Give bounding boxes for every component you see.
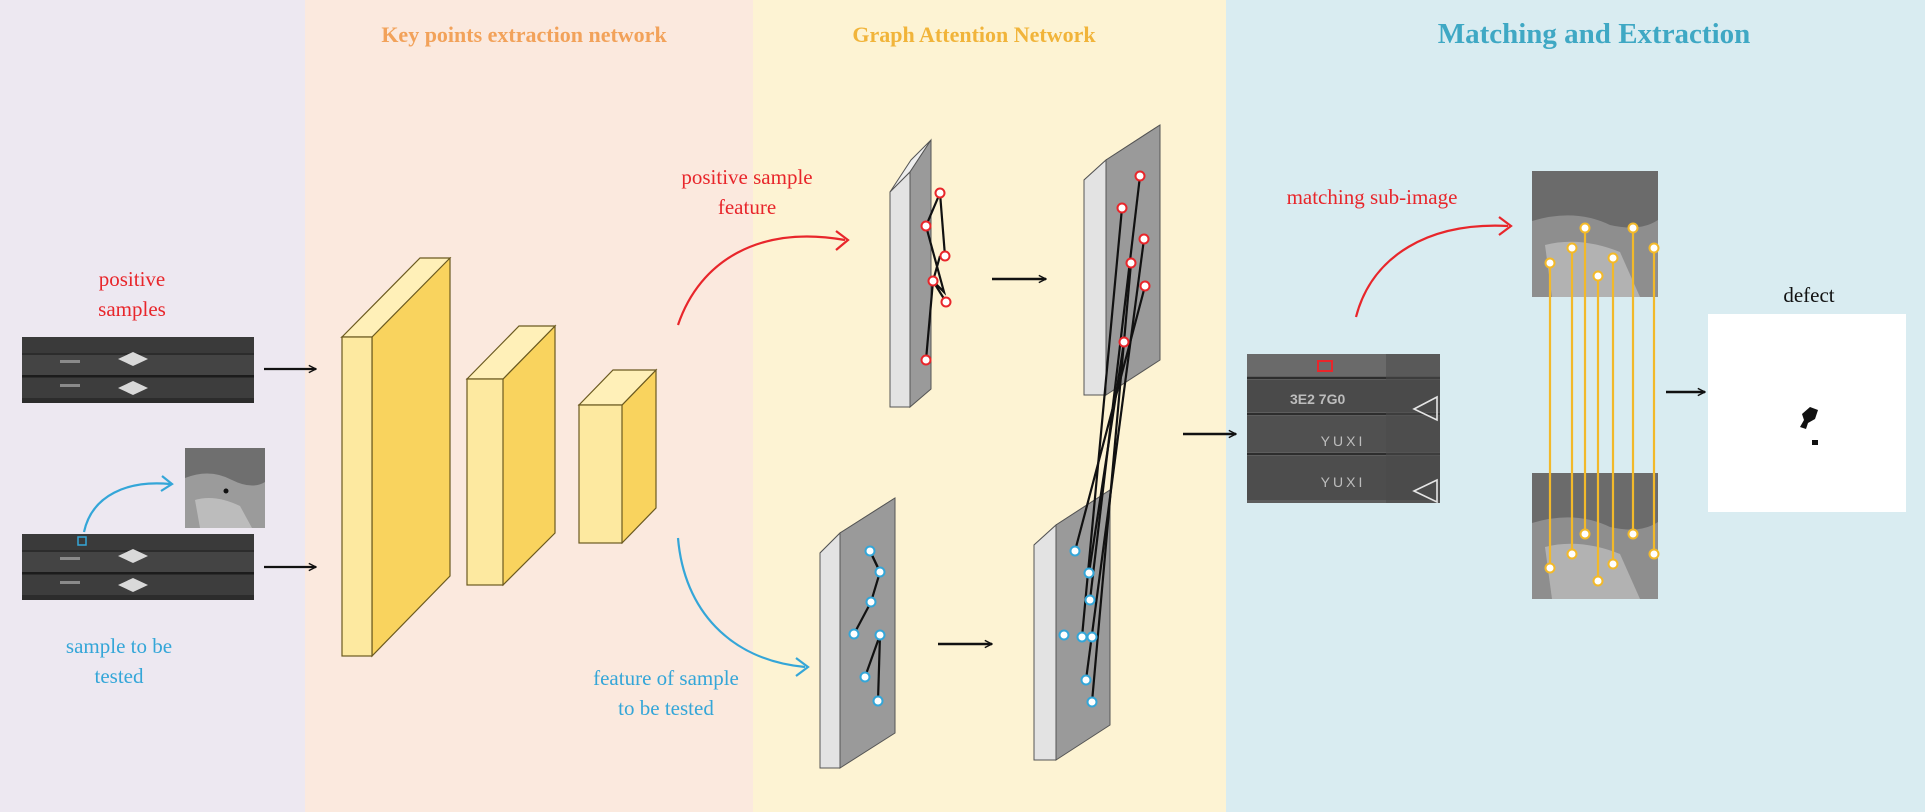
label-test-feature-line2: to be tested <box>618 696 714 720</box>
label-positive-samples-line1: positive <box>98 267 166 291</box>
matched-image-code: 3E2 7G0 <box>1290 391 1345 407</box>
label-positive-feature-line1: positive sample <box>681 165 813 189</box>
arrow-to-positive-feature <box>676 235 846 326</box>
zoomed-sample-patch <box>185 448 265 528</box>
heading-graph-attention: Graph Attention Network <box>852 22 1096 47</box>
label-matching-subimage: matching sub-image <box>1286 185 1458 209</box>
matched-image-label-2: YUXI <box>1321 474 1366 490</box>
input-panel <box>0 0 305 812</box>
attention-edges <box>1073 175 1147 703</box>
label-positive-feature: positive sample feature <box>681 162 812 222</box>
label-sample-to-test: sample to be tested <box>66 631 172 691</box>
attended-test-keypoints <box>1058 545 1098 708</box>
test-keypoints <box>848 545 886 707</box>
label-sample-to-test-line2: tested <box>94 664 144 688</box>
conv-block-3 <box>577 368 658 545</box>
conv-block-1 <box>340 256 452 658</box>
match-lines <box>1548 228 1656 581</box>
matched-region-box <box>1317 360 1333 372</box>
positive-keypoint-graph <box>924 192 947 361</box>
conv-block-2 <box>465 324 557 587</box>
arrow-to-subimage <box>1354 224 1509 318</box>
label-test-feature: feature of sample to be tested <box>593 663 739 723</box>
test-sample-roi-box <box>77 536 87 546</box>
match-points <box>1544 222 1660 587</box>
attended-positive-keypoints <box>1116 170 1151 348</box>
label-test-feature-line1: feature of sample <box>593 666 739 690</box>
heading-keypoints-extraction: Key points extraction network <box>381 22 667 47</box>
defect-output-image <box>1708 314 1906 512</box>
label-sample-to-test-line1: sample to be <box>65 634 173 658</box>
arrow-to-test-feature <box>676 537 806 669</box>
heading-matching-extraction: Matching and Extraction <box>1437 18 1751 50</box>
zoom-arrow <box>82 482 171 533</box>
label-defect: defect <box>1783 283 1835 307</box>
positive-keypoints <box>920 187 952 366</box>
matched-subimage-top <box>1532 171 1658 297</box>
label-positive-samples-line2: samples <box>98 297 166 321</box>
positive-sample-image <box>22 337 254 403</box>
label-positive-samples: positive samples <box>98 264 166 324</box>
matched-image: 3E2 7G0 YUXI YUXI <box>1247 354 1440 504</box>
positive-feature-map <box>889 138 932 409</box>
test-sample-image <box>22 534 254 600</box>
label-positive-feature-line2: feature <box>717 195 777 219</box>
matched-image-label-1: YUXI <box>1321 433 1366 449</box>
